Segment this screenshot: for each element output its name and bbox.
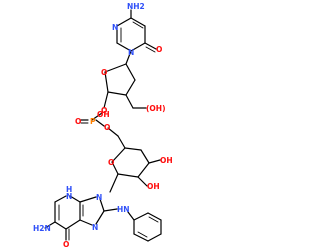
- phosphate-group: [80, 112, 126, 149]
- amino-label: NH2: [127, 2, 145, 11]
- phosphorus-label: P: [90, 117, 96, 126]
- phosphate-oh-label: OH: [97, 110, 110, 119]
- glycosidic-bond-1: [125, 50, 132, 65]
- carbonyl-o-label: O: [156, 45, 162, 54]
- ribose-ring: [109, 147, 161, 193]
- n7-label: N: [92, 223, 98, 232]
- n3-label: N: [112, 23, 118, 32]
- phenyl-ring: [133, 212, 162, 242]
- o5-label: O: [104, 123, 110, 132]
- cytosine-ring: [116, 9, 157, 53]
- ribose-o-label: O: [108, 158, 114, 167]
- o3-label: O: [101, 106, 107, 115]
- structure-svg: NH2 N N O O (OH) O P O OH O O OH OH H2N …: [33, 2, 173, 249]
- anilino-nh-label: HN: [117, 205, 130, 214]
- phosphoryl-o-label: O: [75, 117, 81, 126]
- hydroxymethyl-label: (OH): [146, 104, 166, 113]
- n9-label: N: [96, 193, 102, 202]
- ring-o-label: O: [101, 68, 107, 77]
- oh2-label: OH: [147, 182, 160, 191]
- n1-label: N: [128, 48, 134, 57]
- guanine-amino-label: H2N: [33, 224, 51, 233]
- deoxyribose-ring: [103, 63, 147, 109]
- guanine-ring: [44, 195, 135, 241]
- guanine-o-label: O: [63, 240, 69, 249]
- guanine-nh-label: N: [66, 192, 72, 201]
- oh3-label: OH: [160, 156, 173, 165]
- guanine-h-label: H: [66, 185, 72, 194]
- molecule-diagram: NH2 N N O O (OH) O P O OH O O OH OH H2N …: [33, 2, 173, 249]
